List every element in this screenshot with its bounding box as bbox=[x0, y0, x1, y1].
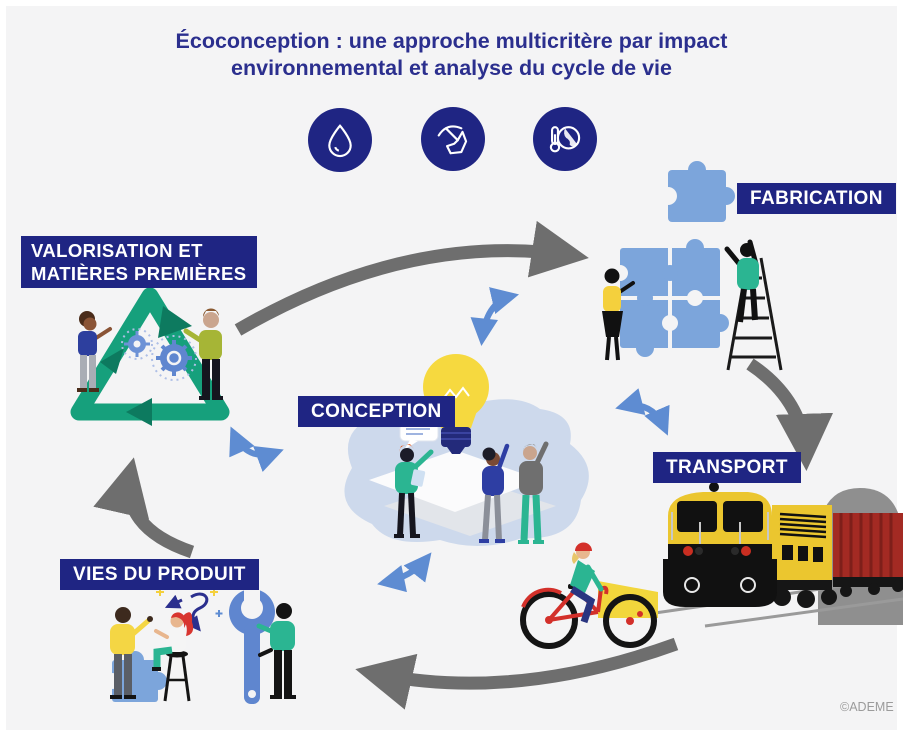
fabrication-illustration bbox=[602, 161, 783, 371]
arrow-conception-fabrication bbox=[470, 287, 520, 346]
person-designer-gray bbox=[518, 441, 549, 544]
person-man-yellow bbox=[110, 607, 153, 699]
pickaxe-resources-icon bbox=[421, 107, 485, 171]
label-vies-du-produit: VIES DU PRODUIT bbox=[60, 559, 259, 590]
person-designer-blue bbox=[479, 443, 510, 543]
label-valorisation-line1: VALORISATION ET bbox=[31, 240, 203, 261]
person-man-valorisation bbox=[183, 308, 223, 400]
person-woman-stool bbox=[152, 612, 194, 702]
title-line-2: environnemental et analyse du cycle de v… bbox=[231, 56, 672, 80]
arrow-conception-transport bbox=[615, 388, 670, 436]
person-man-wrench bbox=[256, 603, 296, 699]
freight-wagon bbox=[833, 513, 903, 597]
person-designer-teal bbox=[394, 444, 434, 538]
person-woman-valorisation bbox=[77, 311, 112, 392]
wrench-icon bbox=[229, 585, 275, 704]
conception-illustration bbox=[344, 354, 589, 547]
exchange-arrows bbox=[229, 287, 670, 593]
puzzle-pieces-icon bbox=[612, 161, 735, 357]
copyright-ademe: ©ADEME bbox=[840, 700, 894, 714]
label-valorisation: VALORISATION ET MATIÈRES PREMIÈRES bbox=[21, 236, 257, 288]
label-valorisation-line2: MATIÈRES PREMIÈRES bbox=[31, 263, 247, 284]
person-woman-puzzle bbox=[602, 268, 635, 361]
arrow-fabrication-to-transport bbox=[746, 358, 834, 471]
person-man-ladder bbox=[724, 239, 759, 323]
label-fabrication: FABRICATION bbox=[737, 183, 896, 214]
page-title: Écoconception : une approche multicritèr… bbox=[0, 28, 903, 82]
lifecycle-cycle-arrows bbox=[93, 220, 834, 710]
arrow-conception-valorisation bbox=[229, 426, 284, 472]
water-drop-icon bbox=[308, 108, 372, 172]
transport-illustration bbox=[654, 482, 903, 628]
arrow-vies-to-valorisation bbox=[93, 457, 195, 559]
vies-du-produit-illustration bbox=[104, 585, 296, 704]
arrow-transport-to-vies bbox=[355, 637, 679, 710]
locomotive bbox=[663, 482, 837, 608]
label-conception: CONCEPTION bbox=[298, 396, 455, 427]
thermometer-globe-icon bbox=[533, 107, 597, 171]
arrow-valorisation-to-fabrication bbox=[234, 220, 589, 336]
arrow-conception-vies bbox=[377, 552, 432, 593]
cyclist bbox=[570, 542, 604, 624]
label-transport: TRANSPORT bbox=[653, 452, 801, 483]
cargo-bike-illustration bbox=[520, 542, 658, 649]
title-line-1: Écoconception : une approche multicritèr… bbox=[175, 29, 728, 53]
gears-icon bbox=[121, 328, 197, 381]
valorisation-illustration bbox=[70, 287, 230, 426]
